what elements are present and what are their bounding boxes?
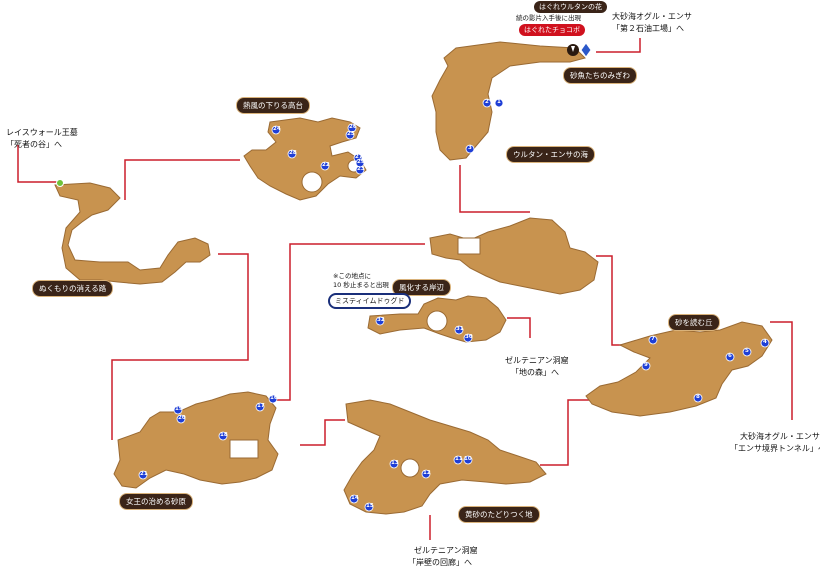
crystal-icon: [580, 42, 592, 58]
cave-heat-wind: [243, 117, 367, 201]
chocobo-icon: [567, 44, 579, 56]
cave-central-upper: [429, 217, 599, 295]
cave-sand-hill: [585, 321, 773, 417]
chocobo-badge: はぐれたチョコボ: [519, 24, 585, 36]
exit-oil-plant-line2: 「第２石油工場」へ: [612, 24, 684, 33]
area-label-queen: 女王の治める砂原: [119, 493, 193, 510]
exit-leyswall-line2: 「死者の谷」へ: [6, 140, 62, 149]
area-label-weathered: 風化する岸辺: [392, 279, 451, 296]
route-lines: [17, 38, 793, 540]
area-label-ultan-sea: ウルタン・エンサの海: [506, 146, 595, 163]
rare-spawn-note: ※この地点に 10 秒止まると出現: [333, 272, 389, 290]
exit-border-tunnel: 大砂海オグル・エンサ 「エンサ境界トンネル」へ: [730, 431, 820, 455]
area-label-sand-hill: 砂を読む丘: [668, 314, 720, 331]
start-point-icon: [56, 179, 64, 187]
cave-yellow-sand: [343, 399, 547, 515]
area-label-fish-bustle: 砂魚たちのみぎわ: [563, 67, 637, 84]
cave-weathered: [367, 295, 507, 343]
area-label-warmth: ぬくもりの消える路: [32, 280, 114, 297]
area-label-heat-wind: 熱風の下りる高台: [236, 97, 310, 114]
cave-ultan-sea: [431, 41, 586, 161]
rare-spawn-line1: ※この地点に: [333, 272, 371, 280]
rare-spawn-line2: 10 秒止まると出現: [333, 281, 389, 289]
cave-warmth: [54, 182, 211, 285]
exit-earth-forest: ゼルテニアン洞窟 「地の森」へ: [505, 355, 569, 379]
area-label-yellow-sand: 黄砂のたどりつく地: [458, 506, 540, 523]
exit-earth-forest-line2: 「地の森」へ: [511, 368, 559, 377]
exit-border-tunnel-line2: 「エンサ境界トンネル」へ: [730, 444, 820, 453]
exit-leyswall-line1: レイスウォール王墓: [6, 128, 78, 137]
exit-border-tunnel-line1: 大砂海オグル・エンサ: [740, 432, 820, 441]
treasure-markers: [138, 98, 770, 512]
exit-cliff-corridor-line1: ゼルテニアン洞窟: [414, 546, 478, 555]
flower-title-badge: はぐれウルタンの花: [534, 1, 607, 13]
exit-oil-plant-line1: 大砂海オグル・エンサ: [612, 12, 692, 21]
exit-cliff-corridor: ゼルテニアン洞窟 「岸壁の回廊」へ: [408, 545, 478, 569]
cave-queen: [113, 391, 279, 489]
flower-condition-text: 続の影片入手後に出現: [516, 14, 581, 22]
exit-cliff-corridor-line2: 「岸壁の回廊」へ: [408, 558, 472, 567]
exit-earth-forest-line1: ゼルテニアン洞窟: [505, 356, 569, 365]
exit-oil-plant: 大砂海オグル・エンサ 「第２石油工場」へ: [612, 11, 692, 35]
exit-leyswall: レイスウォール王墓 「死者の谷」へ: [6, 127, 78, 151]
rare-monster-badge: ミスティイムドゥグド: [328, 293, 412, 309]
